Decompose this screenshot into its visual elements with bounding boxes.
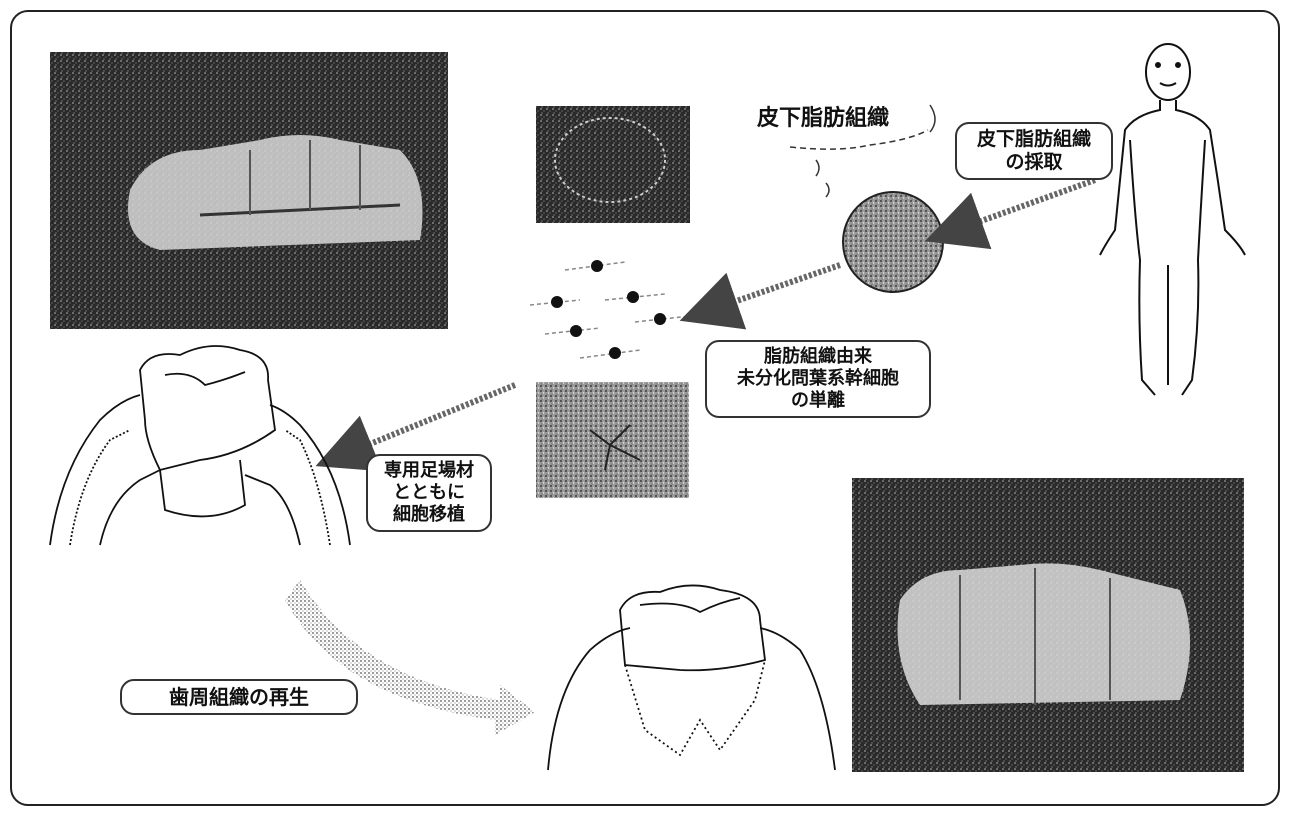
label-isolation-line1: 脂肪組織由来 bbox=[719, 346, 917, 368]
fat-tissue-zoom bbox=[843, 192, 943, 292]
cell-dot-icon bbox=[609, 347, 621, 359]
isolated-cells bbox=[530, 262, 690, 358]
label-fat-harvest: 皮下脂肪組織 の採取 bbox=[955, 122, 1113, 180]
cell-micrograph-bottom bbox=[536, 382, 689, 498]
cell-dot-icon bbox=[627, 291, 639, 303]
label-transplant-line2: とともに bbox=[380, 482, 478, 504]
label-stem-cell-isolation: 脂肪組織由来 未分化問葉系幹細胞 の単離 bbox=[705, 340, 931, 418]
tooth-diagram-regenerated bbox=[548, 585, 835, 770]
label-fat-harvest-line2: の採取 bbox=[969, 151, 1099, 174]
label-fat-harvest-line1: 皮下脂肪組織 bbox=[969, 128, 1099, 151]
cell-dot-icon bbox=[551, 296, 563, 308]
cell-dot-icon bbox=[591, 260, 603, 272]
label-periodontal-regeneration: 歯周組織の再生 bbox=[120, 679, 358, 715]
label-isolation-line3: の単離 bbox=[719, 390, 917, 412]
human-figure-icon bbox=[1100, 44, 1245, 395]
cell-dots bbox=[551, 260, 666, 359]
teeth-photo-after bbox=[852, 478, 1244, 772]
tooth-diagram-icon bbox=[50, 346, 350, 545]
label-subcutaneous-fat: 皮下脂肪組織 bbox=[757, 106, 889, 133]
teeth-photo-before bbox=[50, 52, 448, 329]
cell-micrograph-top bbox=[536, 106, 690, 223]
label-isolation-line2: 未分化問葉系幹細胞 bbox=[719, 368, 917, 390]
label-transplant-line3: 細胞移植 bbox=[380, 504, 478, 526]
label-transplant-line1: 専用足場材 bbox=[380, 460, 478, 482]
label-cell-transplant: 専用足場材 とともに 細胞移植 bbox=[366, 454, 492, 532]
cell-dot-icon bbox=[654, 313, 666, 325]
cell-dot-icon bbox=[570, 325, 582, 337]
